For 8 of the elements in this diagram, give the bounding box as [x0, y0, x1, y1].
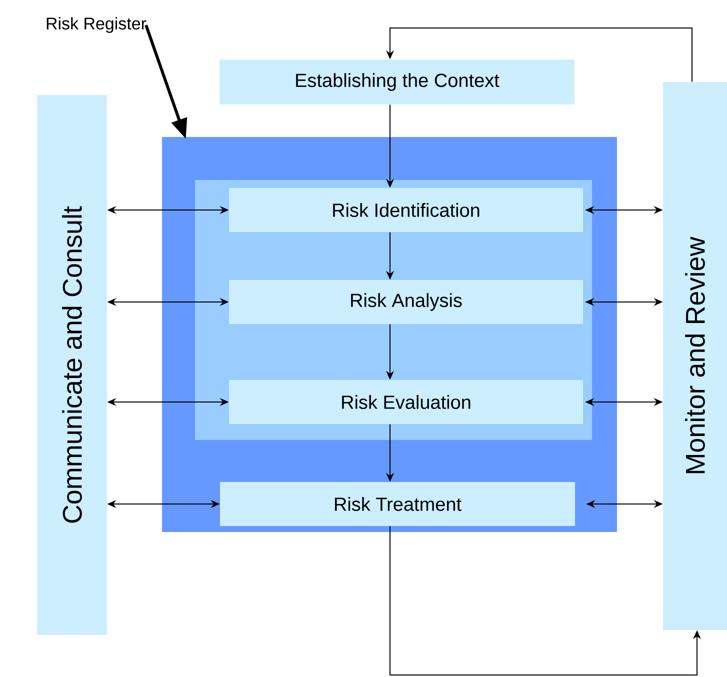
process-box: Risk Analysis [229, 280, 583, 324]
process-box: Establishing the Context [220, 60, 574, 104]
process-box: Risk Treatment [220, 482, 575, 526]
process-box: Risk Evaluation [229, 380, 583, 424]
side-band: Monitor and Review [663, 82, 727, 630]
callout-label: Risk Register [46, 17, 146, 33]
process-box: Risk Identification [229, 188, 583, 232]
side-band: Communicate and Consult [37, 95, 107, 635]
